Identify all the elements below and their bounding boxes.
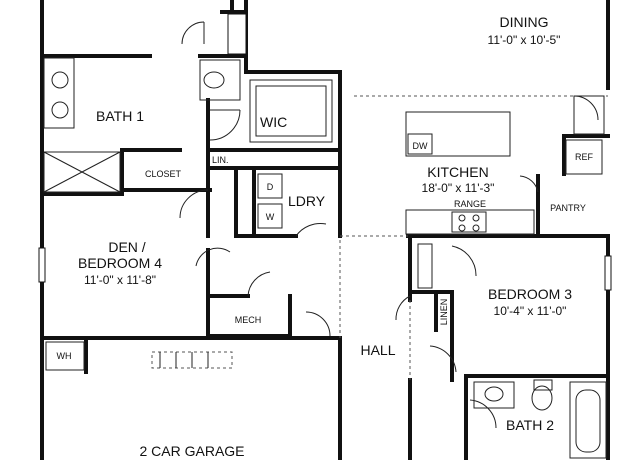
mech-label: MECH [235,315,262,325]
windows [38,247,612,291]
den-label-line2: BEDROOM 4 [78,255,162,271]
bath1-label: BATH 1 [96,108,144,124]
dishwasher-label: DW [413,141,428,151]
dining-label: DINING [500,14,549,30]
dining-dimensions: 11'-0" x 10'-5" [488,33,561,47]
fixtures [43,57,607,459]
lin-label: LIN. [212,155,229,165]
den-label: DEN / [108,239,145,255]
closet-label: CLOSET [145,169,182,179]
room-labels: DINING 11'-0" x 10'-5" BATH 1 WIC CLOSET… [57,14,594,459]
den-dimensions: 11'-0" x 11'-8" [84,273,156,287]
doors [179,21,599,429]
dashed-openings [151,95,608,380]
laundry-label: LDRY [288,193,326,209]
washer-label: W [266,212,275,222]
hall-label: HALL [360,342,395,358]
pantry-label: PANTRY [550,203,586,213]
bedroom3-label: BEDROOM 3 [488,286,572,302]
kitchen-dimensions: 18'-0" x 11'-3" [422,181,495,195]
garage-label: 2 CAR GARAGE [139,443,244,459]
refrigerator-label: REF [575,152,594,162]
water-heater-label: WH [57,351,72,361]
interior-walls [40,0,610,460]
linen-label: LINEN [439,299,449,326]
range-label: RANGE [454,199,486,209]
bedroom3-dimensions: 10'-4" x 11'-0" [494,304,567,318]
bath2-label: BATH 2 [506,417,554,433]
kitchen-label: KITCHEN [427,164,488,180]
exterior-walls [40,0,610,460]
dryer-label: D [267,182,274,192]
wic-label: WIC [260,114,287,130]
